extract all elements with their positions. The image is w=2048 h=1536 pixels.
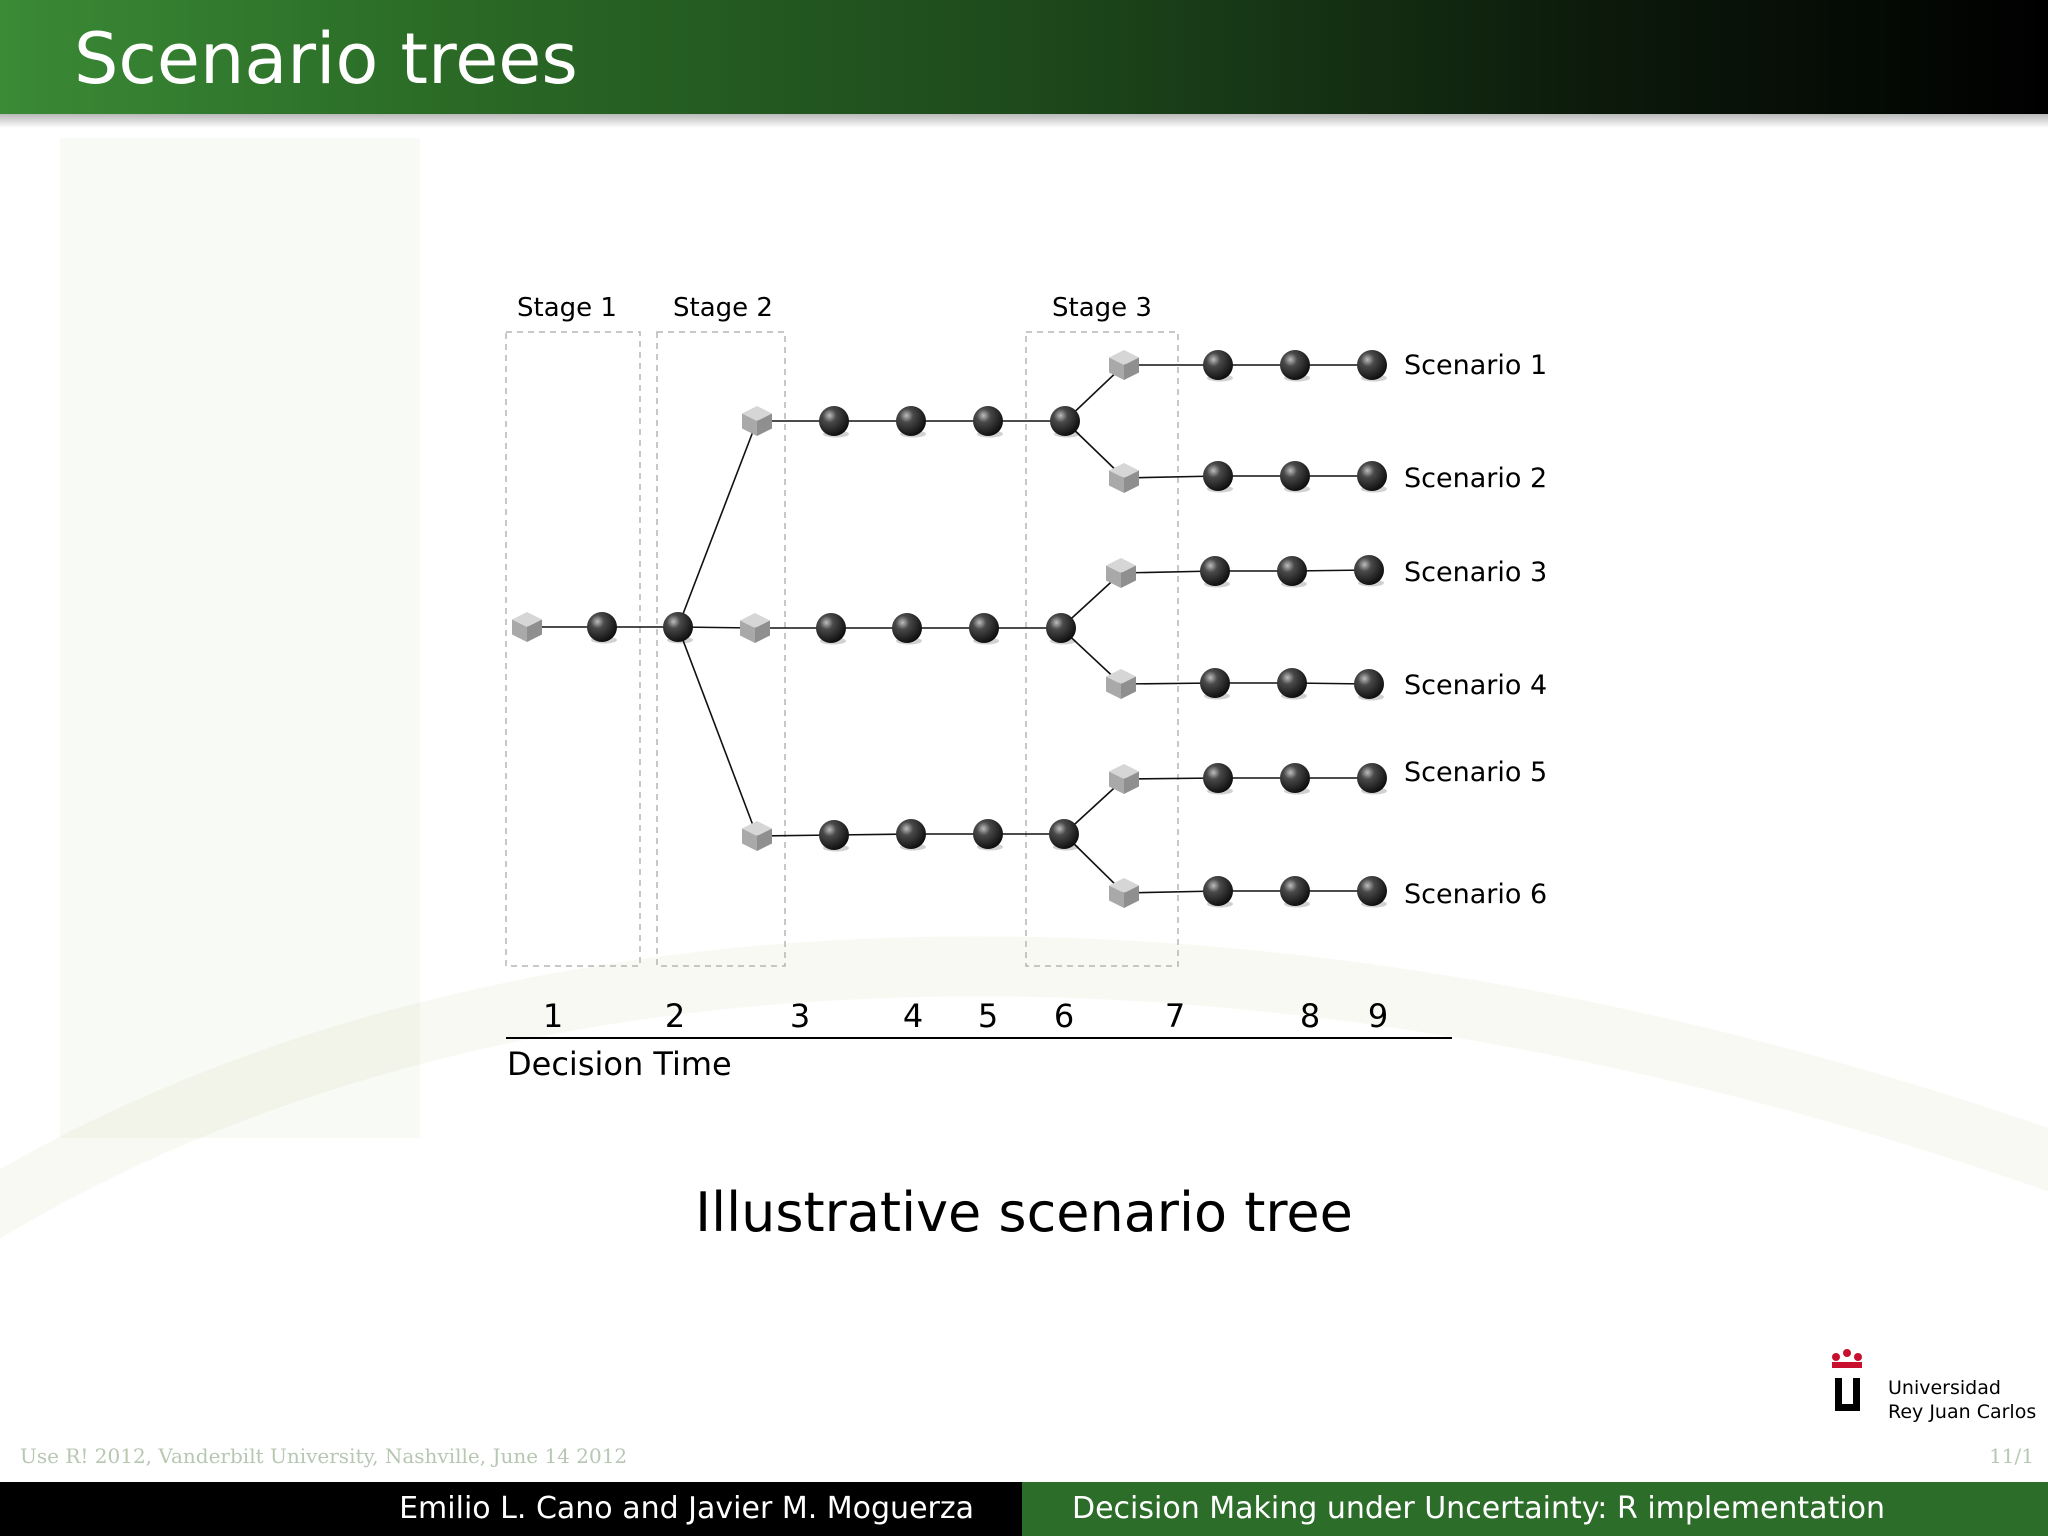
title-bar-shadow	[0, 114, 2048, 128]
decision-node-ball	[1357, 876, 1387, 908]
tree-nodes	[512, 350, 1387, 908]
decision-node-ball	[896, 819, 926, 851]
scenario-label-1: Scenario 1	[1404, 350, 1547, 381]
decision-node-ball	[1203, 350, 1233, 382]
decision-node-ball	[1050, 406, 1080, 438]
decision-node-ball	[1280, 763, 1310, 795]
decision-node-ball	[1354, 555, 1384, 587]
footer-bar: Emilio L. Cano and Javier M. Moguerza De…	[0, 1482, 2048, 1536]
tree-edge	[1123, 475, 1219, 479]
decision-node-ball	[1049, 819, 1079, 851]
stage-3-box	[1025, 331, 1179, 967]
decision-node-ball	[1200, 668, 1230, 700]
decision-node-ball	[663, 612, 693, 644]
stage-node-cube	[1106, 669, 1136, 699]
decision-node-ball	[1280, 876, 1310, 908]
scenario-label-4: Scenario 4	[1404, 670, 1547, 701]
stage-3-label: Stage 3	[1052, 293, 1152, 323]
decision-node-ball	[1046, 613, 1076, 645]
stage-1-box	[505, 331, 641, 967]
stage-node-cube	[1109, 350, 1139, 380]
footer-authors: Emilio L. Cano and Javier M. Moguerza	[0, 1482, 1022, 1536]
stage-node-cube	[512, 612, 542, 642]
time-axis-label: Decision Time	[507, 1045, 732, 1083]
decision-node-ball	[1203, 763, 1233, 795]
stage-node-cube	[742, 406, 772, 436]
tree-edge	[677, 626, 758, 837]
conference-info: Use R! 2012, Vanderbilt University, Nash…	[20, 1444, 628, 1468]
tree-edge	[1120, 570, 1216, 574]
decision-node-ball	[973, 819, 1003, 851]
scenario-label-6: Scenario 6	[1404, 879, 1547, 910]
logo-text: Universidad Rey Juan Carlos	[1888, 1376, 2036, 1424]
decision-node-ball	[819, 820, 849, 852]
slide-caption: Illustrative scenario tree	[695, 1181, 1353, 1244]
scenario-label-3: Scenario 3	[1404, 557, 1547, 588]
decision-node-ball	[1200, 556, 1230, 588]
decision-node-ball	[896, 406, 926, 438]
decision-node-ball	[1203, 876, 1233, 908]
decision-node-ball	[819, 406, 849, 438]
time-tick-7: 7	[1165, 997, 1185, 1035]
logo-line-2: Rey Juan Carlos	[1888, 1401, 2037, 1423]
decision-node-ball	[1280, 461, 1310, 493]
time-tick-5: 5	[978, 997, 998, 1035]
scenario-label-2: Scenario 2	[1404, 463, 1547, 494]
decision-node-ball	[1277, 668, 1307, 700]
stage-2-box	[656, 331, 786, 967]
decision-node-ball	[969, 613, 999, 645]
time-tick-2: 2	[665, 997, 685, 1035]
stage-node-cube	[1109, 764, 1139, 794]
decision-node-ball	[1280, 350, 1310, 382]
tree-edge	[1123, 890, 1219, 894]
stage-node-cube	[742, 821, 772, 851]
time-tick-9: 9	[1368, 997, 1388, 1035]
time-tick-8: 8	[1300, 997, 1320, 1035]
decision-node-ball	[1203, 461, 1233, 493]
decision-node-ball	[1354, 669, 1384, 701]
page-number: 11/1	[1989, 1444, 2034, 1468]
decision-node-ball	[973, 406, 1003, 438]
time-tick-1: 1	[543, 997, 563, 1035]
scenario-label-5: Scenario 5	[1404, 757, 1547, 788]
time-tick-4: 4	[903, 997, 923, 1035]
decision-node-ball	[1357, 350, 1387, 382]
logo-crown-bar	[1832, 1362, 1862, 1368]
tree-edge	[1123, 777, 1219, 780]
logo-line-1: Universidad	[1888, 1377, 2001, 1399]
title-bar	[0, 0, 2048, 114]
stage-node-cube	[1109, 878, 1139, 908]
decision-node-ball	[1357, 461, 1387, 493]
background-watermark	[0, 138, 2048, 1239]
time-tick-3: 3	[790, 997, 810, 1035]
university-logo	[1832, 1349, 1862, 1411]
tree-edges	[527, 364, 1372, 894]
stage-2-label: Stage 2	[673, 293, 773, 323]
decision-node-ball	[587, 612, 617, 644]
stage-node-cube	[1109, 463, 1139, 493]
footer-talk-title: Decision Making under Uncertainty: R imp…	[1022, 1482, 2048, 1536]
decision-node-ball	[892, 613, 922, 645]
tree-edge	[677, 420, 758, 628]
stage-node-cube	[1106, 558, 1136, 588]
stage-1-label: Stage 1	[517, 293, 617, 323]
decision-node-ball	[816, 613, 846, 645]
tree-edge	[1120, 682, 1216, 685]
slide-title: Scenario trees	[74, 18, 578, 100]
decision-node-ball	[1277, 556, 1307, 588]
decision-node-ball	[1357, 763, 1387, 795]
time-tick-6: 6	[1054, 997, 1074, 1035]
stage-node-cube	[740, 613, 770, 643]
